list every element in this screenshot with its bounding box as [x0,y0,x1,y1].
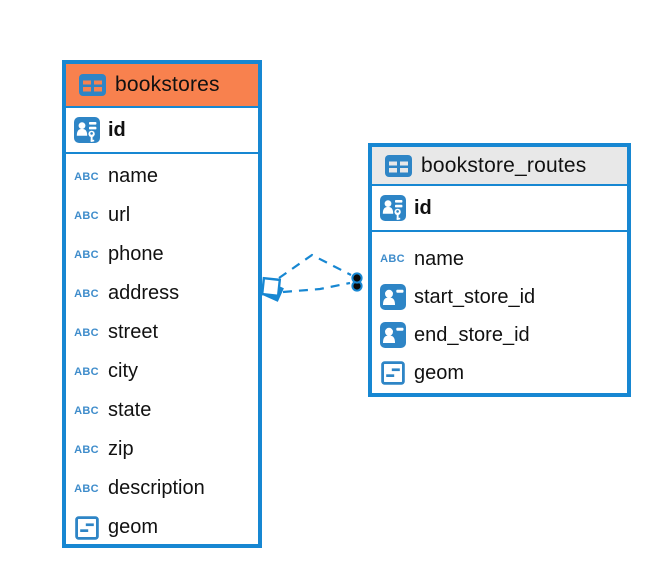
column-name: street [108,321,159,343]
column-list: ABC name start_store_id [372,232,627,393]
table-title: bookstore_routes [421,153,587,177]
relation-dot-marker [351,272,363,292]
relationship-edge[interactable] [282,281,351,294]
column-row[interactable]: ABC name [379,240,627,278]
column-name: geom [108,516,159,538]
column-row[interactable]: id [66,108,258,154]
column-row[interactable]: start_store_id [379,278,627,316]
text-type-icon: ABC [74,248,99,261]
column-row[interactable]: ABC description [73,469,258,508]
column-name: end_store_id [414,323,530,346]
column-name: name [414,247,465,270]
text-type-icon: ABC [74,209,99,222]
column-row[interactable]: ABC name [73,157,258,196]
column-name: name [108,165,159,187]
text-type-icon: ABC [74,287,99,300]
column-name: id [108,118,126,141]
geometry-type-icon [379,361,406,385]
column-name: url [108,204,131,226]
relationship-edge-line [282,281,351,294]
text-type-icon: ABC [380,253,405,265]
text-type-icon: ABC [74,482,99,495]
column-row[interactable]: end_store_id [379,316,627,354]
table-header-bookstore-routes[interactable]: bookstore_routes [372,147,627,186]
table-title: bookstores [115,73,220,96]
text-type-icon: ABC [74,443,99,456]
text-type-icon: ABC [74,404,99,417]
column-name: geom [414,361,465,384]
table-icon [385,154,412,177]
text-type-icon: ABC [74,170,99,183]
column-row[interactable]: id [372,186,627,232]
column-row[interactable]: geom [379,354,627,392]
column-name: description [108,477,205,499]
column-name: zip [108,438,134,460]
relationship-edge[interactable] [278,253,352,279]
column-row[interactable]: ABC state [73,391,258,430]
column-name: city [108,360,138,382]
column-name: address [108,282,180,304]
column-row[interactable]: geom [73,508,258,547]
column-row[interactable]: ABC url [73,196,258,235]
foreign-key-icon [379,322,406,348]
column-row[interactable]: ABC phone [73,235,258,274]
column-name: phone [108,243,164,265]
column-name: state [108,399,152,421]
column-list: ABC name ABC url ABC phone ABC address A… [66,154,258,547]
relation-diamond-marker [260,276,284,302]
primary-key-icon [379,195,406,221]
relationship-edge-line [278,253,352,279]
foreign-key-icon [379,284,406,310]
column-name: id [414,196,432,219]
column-row[interactable]: ABC city [73,352,258,391]
text-type-icon: ABC [74,365,99,378]
table-icon [79,74,106,96]
column-row[interactable]: ABC street [73,313,258,352]
column-row[interactable]: ABC address [73,274,258,313]
table-bookstore-routes[interactable]: bookstore_routes id ABC [368,143,631,397]
table-bookstores[interactable]: bookstores id ABC [62,60,262,548]
primary-key-icon [73,117,100,143]
geometry-type-icon [73,515,100,540]
text-type-icon: ABC [74,326,99,339]
table-header-bookstores[interactable]: bookstores [66,64,258,108]
column-name: start_store_id [414,285,536,308]
column-row[interactable]: ABC zip [73,430,258,469]
